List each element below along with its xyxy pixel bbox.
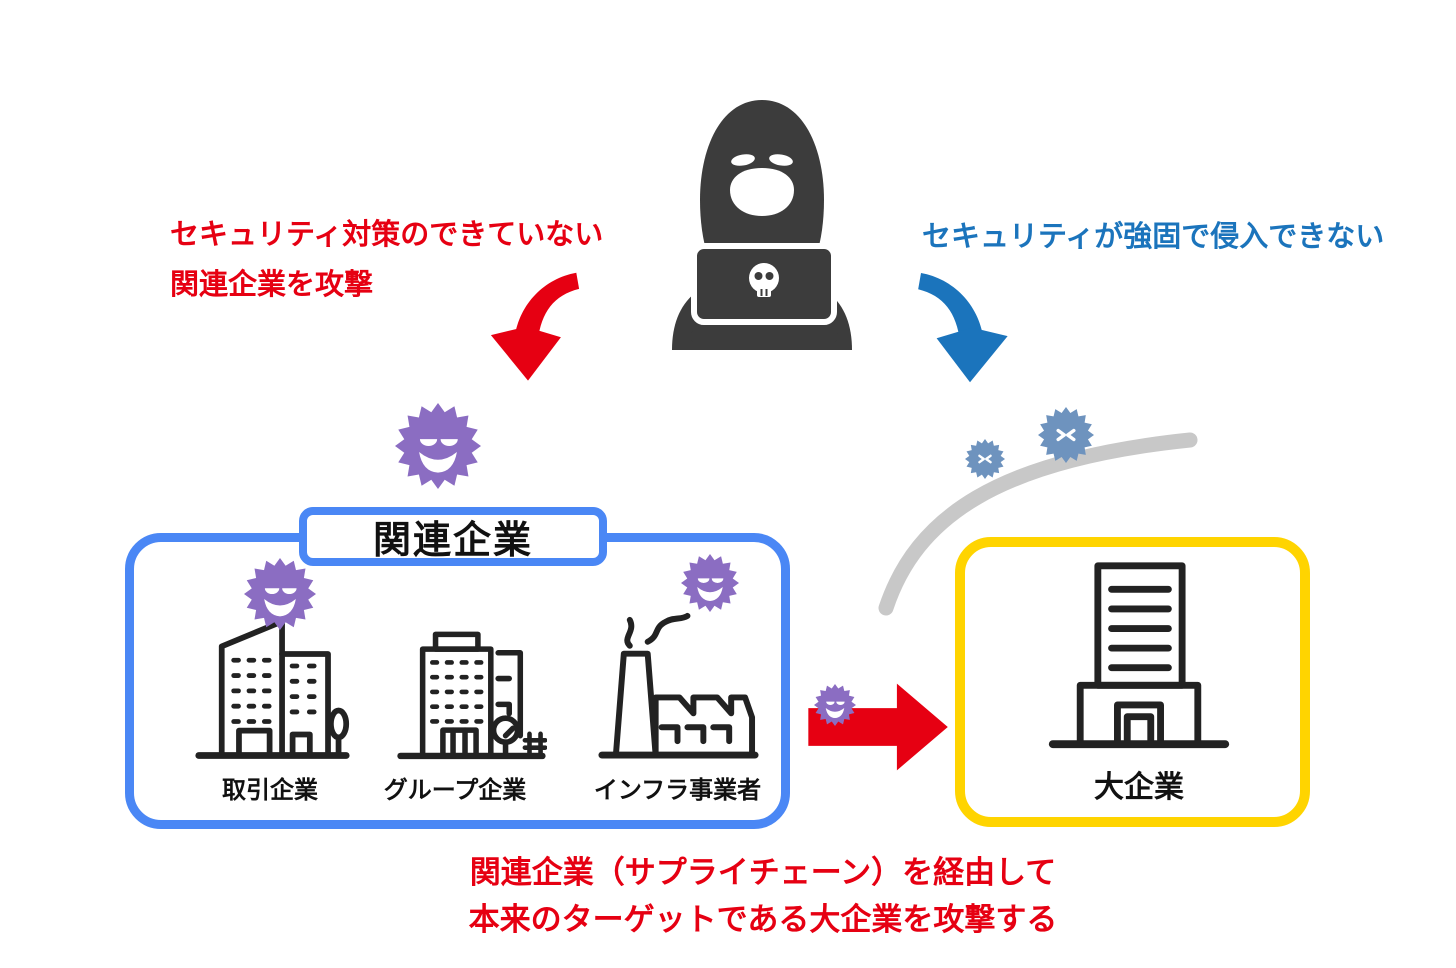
callout-line: セキュリティ対策のできていない <box>170 219 604 251</box>
malware-virus-icon <box>814 684 856 726</box>
security-barrier-arc <box>878 432 1198 616</box>
office-buildings-icon <box>195 618 350 759</box>
company-label: グループ企業 <box>383 777 527 804</box>
hacker-with-laptop-icon <box>672 100 852 350</box>
malware-virus-icon <box>395 403 481 489</box>
caption-line: 本来のターゲットである大企業を攻撃する <box>468 902 1058 937</box>
callout-attack-weak-companies: セキュリティ対策のできていない 関連企業を攻撃 <box>170 210 603 310</box>
company-label: 取引企業 <box>222 777 318 804</box>
blocked-arrow-curved-icon <box>918 272 1008 383</box>
related-companies-box <box>125 533 790 829</box>
headquarters-building-icon <box>1048 562 1230 749</box>
attack-arrow-right-icon <box>808 683 948 771</box>
related-companies-title: 関連企業 <box>299 507 607 566</box>
large-company-box <box>955 537 1310 827</box>
callout-strong-security: セキュリティが強固で侵入できない <box>922 213 1384 255</box>
malware-virus-icon <box>681 554 739 612</box>
callout-line: 関連企業を攻撃 <box>170 269 374 301</box>
group-company-icon <box>397 631 547 760</box>
caption-supply-chain-attack: 関連企業（サプライチェーン）を経由して 本来のターゲットである大企業を攻撃する <box>373 849 1153 943</box>
target-company-label: 大企業 <box>1094 771 1184 804</box>
factory-icon <box>598 612 759 759</box>
company-label: インフラ事業者 <box>593 777 762 804</box>
malware-virus-icon <box>244 558 316 630</box>
caption-line: 関連企業（サプライチェーン）を経由して <box>469 855 1057 890</box>
blocked-virus-icon <box>1038 407 1094 463</box>
blocked-virus-icon <box>965 439 1005 479</box>
callout-line: セキュリティが強固で侵入できない <box>922 221 1385 253</box>
